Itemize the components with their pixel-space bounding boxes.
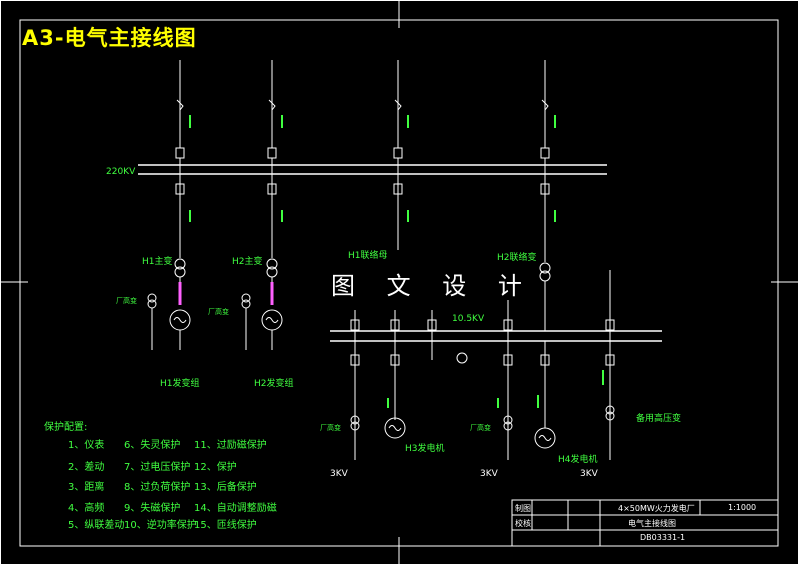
tb-project: 4×50MW火力发电厂 — [618, 504, 695, 513]
h1-gen-group-label: H1发变组 — [160, 379, 200, 389]
hv-bays — [174, 60, 551, 331]
protection-item: 6、失灵保护 — [124, 440, 181, 451]
protection-item: 3、距离 — [68, 482, 105, 493]
tb-row1-label: 制图 — [515, 504, 531, 513]
protection-item: 11、过励磁保护 — [194, 440, 267, 451]
backup-tx-label: 备用高压变 — [636, 414, 682, 424]
gen-groups-upper — [147, 293, 283, 350]
protection-item: 2、差动 — [68, 462, 105, 473]
protection-item: 12、保护 — [194, 462, 237, 473]
bay-tie — [539, 60, 551, 331]
title-block — [511, 499, 779, 547]
lv-bays — [350, 270, 615, 460]
protection-heading: 保护配置: — [44, 422, 88, 433]
bay-feeder — [393, 60, 403, 250]
lv-bus-label: 10.5KV — [452, 314, 485, 324]
lv-instrument-marks — [387, 370, 604, 408]
protection-item: 13、后备保护 — [194, 482, 257, 493]
kv3-left-label: 3KV — [330, 469, 348, 479]
bay-h1 — [174, 60, 186, 300]
h4-gen-label: H4发电机 — [558, 455, 598, 465]
hv-instrument-marks — [189, 115, 556, 222]
protection-item: 15、匝线保护 — [194, 520, 257, 531]
hv-bus-label: 220KV — [106, 167, 136, 177]
h3-gen-label: H3发电机 — [405, 444, 445, 454]
protection-item: 10、逆功率保护 — [124, 520, 197, 531]
bay-h2 — [266, 60, 278, 300]
tb-drawing-name: 电气主接线图 — [628, 519, 676, 528]
protection-item: 1、仪表 — [68, 440, 105, 451]
protection-item: 8、过负荷保护 — [124, 482, 191, 493]
aux-tx-4-label: 厂高变 — [470, 424, 491, 432]
watermark: 图 文 设 计 — [331, 272, 534, 300]
protection-item: 7、过电压保护 — [124, 462, 191, 473]
h1-feeder-label: H1联络母 — [348, 251, 388, 261]
protection-item: 4、高频 — [68, 503, 105, 514]
lv-bus — [330, 330, 662, 342]
gen-magenta-links — [178, 282, 274, 305]
hv-bus — [138, 164, 607, 175]
tb-drawing-no: DB03331-1 — [640, 533, 686, 542]
protection-item: 14、自动调整励磁 — [194, 503, 277, 514]
h2-tie-tx-label: H2联络变 — [497, 253, 537, 263]
tb-row2-label: 校核 — [515, 519, 531, 528]
aux-tx-3-label: 厂高变 — [320, 424, 341, 432]
h1-main-tx-label: H1主变 — [142, 257, 173, 267]
h2-gen-group-label: H2发变组 — [254, 379, 294, 389]
kv3-mid-label: 3KV — [480, 469, 498, 479]
aux-tx-1-label: 厂高变 — [116, 297, 137, 305]
tb-scale: 1:1000 — [728, 503, 757, 512]
drawing-title: A3-电气主接线图 — [22, 26, 197, 50]
h2-main-tx-label: H2主变 — [232, 257, 263, 267]
aux-tx-2-label: 厂高变 — [208, 308, 229, 316]
protection-item: 5、纵联差动 — [68, 520, 125, 531]
protection-item: 9、失磁保护 — [124, 503, 181, 514]
kv3-right-label: 3KV — [580, 469, 598, 479]
